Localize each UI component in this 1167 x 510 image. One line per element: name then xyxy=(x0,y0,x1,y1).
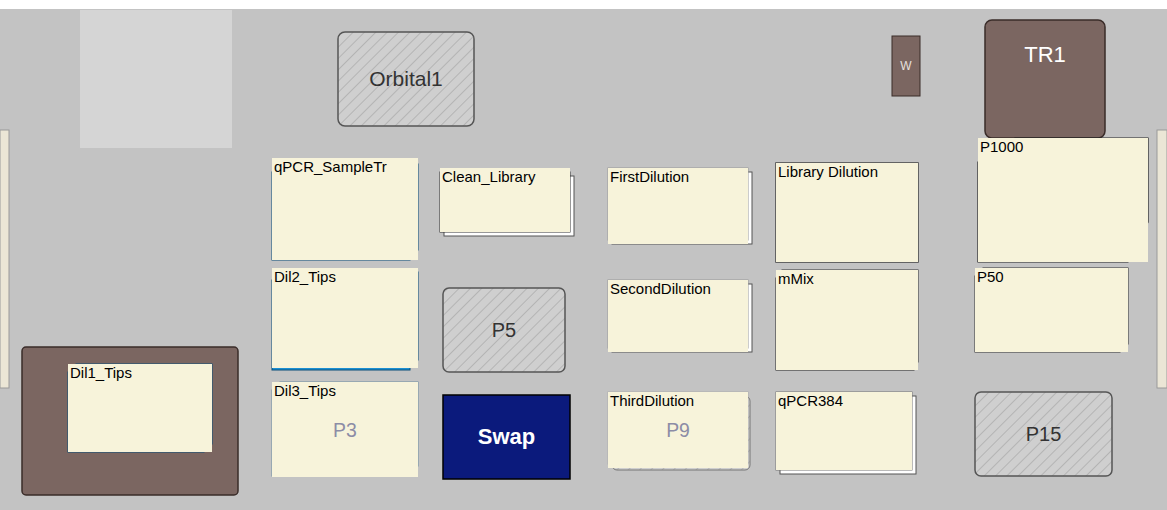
labware-label: Clean_Library xyxy=(440,168,537,185)
position-label: W xyxy=(900,59,911,73)
labware-label: Dil1_Tips xyxy=(68,364,134,381)
labware-slot: P1000 xyxy=(978,138,1148,262)
labware-label: mMix xyxy=(776,270,816,287)
labware-slot: Dil2_Tips xyxy=(272,268,418,368)
labware-label: ThirdDilution xyxy=(608,392,696,409)
labware-label: Library Dilution xyxy=(776,163,880,180)
labware-label: qPCR384 xyxy=(776,392,845,409)
labware-slot: qPCR384 xyxy=(776,392,912,470)
labware-slot: Clean_Library xyxy=(440,168,570,232)
labware-label: P50 xyxy=(975,268,1006,285)
deck-position: W xyxy=(892,36,920,96)
labware-label: P1000 xyxy=(978,138,1025,155)
position-label: Orbital1 xyxy=(369,67,443,91)
position-label: P3 xyxy=(272,421,418,438)
position-label: P5 xyxy=(492,319,516,342)
deck-position: P15 xyxy=(975,392,1112,476)
labware-label: Dil2_Tips xyxy=(272,268,338,285)
position-label: TR1 xyxy=(1024,42,1066,68)
deck-position: P5 xyxy=(443,288,565,372)
labware-label: FirstDilution xyxy=(608,168,691,185)
labware-slot: FirstDilution xyxy=(608,168,748,244)
position-label: Swap xyxy=(478,424,535,450)
deck-position: TR1 xyxy=(985,20,1105,138)
labware-slot: mMix xyxy=(776,270,918,370)
labware-slot: Dil3_TipsP3 xyxy=(272,382,418,477)
deck-position: Orbital1 xyxy=(338,32,474,126)
labware-slot: SecondDilution xyxy=(608,280,748,352)
labware-label: SecondDilution xyxy=(608,280,713,297)
labware-slot: qPCR_SampleTr xyxy=(272,158,418,260)
labware-slot: Library Dilution xyxy=(776,163,918,262)
labware-slot: P50 xyxy=(975,268,1128,352)
labware-label: Dil3_Tips xyxy=(272,382,338,399)
labware-slot: ThirdDilutionP9 xyxy=(608,392,748,468)
labware-label: qPCR_SampleTr xyxy=(272,158,389,175)
deck-position: Swap xyxy=(443,395,570,479)
labware-slot: Dil1_Tips xyxy=(68,364,212,452)
position-label: P15 xyxy=(1026,423,1062,446)
position-label: P9 xyxy=(608,422,748,439)
